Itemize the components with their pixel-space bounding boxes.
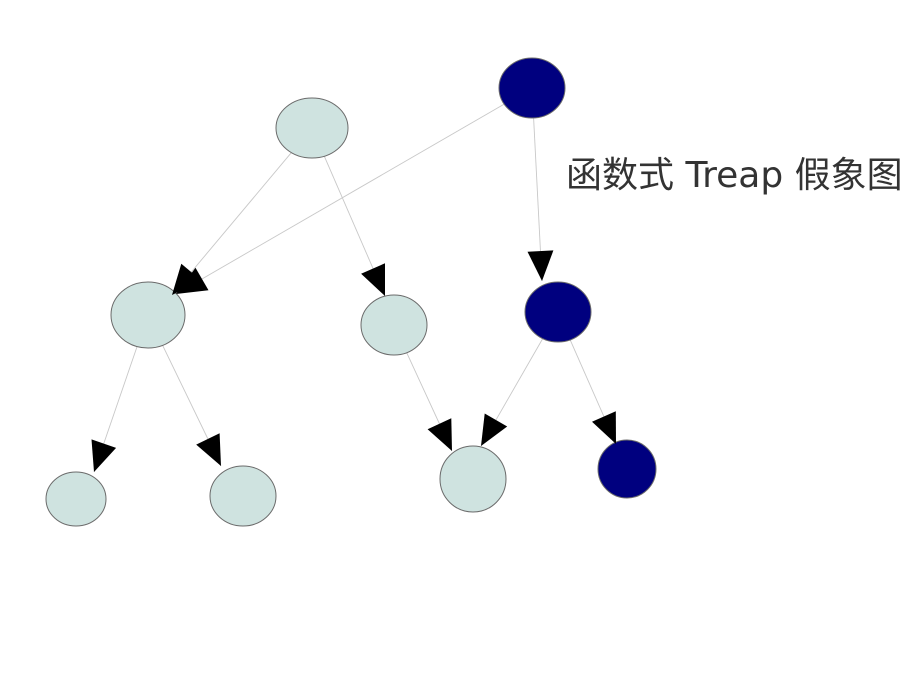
edge-new-root-to-old-left — [175, 103, 505, 295]
arrowheads-layer — [91, 250, 616, 472]
node-new-right-right — [597, 439, 657, 499]
edges-layer — [93, 103, 617, 473]
node-new-right — [524, 281, 592, 343]
node-old-right-child — [439, 445, 507, 513]
arrowhead-new-root-to-new-right — [527, 250, 554, 281]
edge-old-root-to-old-left — [171, 152, 292, 296]
arrowhead-new-right-to-old-right-child — [481, 413, 508, 446]
nodes-layer — [45, 57, 657, 527]
diagram-title: 函数式 Treap 假象图 — [566, 155, 903, 196]
arrowhead-new-right-to-new-right-right — [592, 411, 616, 444]
node-old-left-left — [45, 471, 107, 527]
node-old-right — [360, 294, 428, 356]
node-old-left — [110, 281, 186, 349]
arrowhead-new-root-to-old-left — [176, 267, 209, 294]
node-new-root — [498, 57, 566, 119]
arrowhead-old-left-to-old-left-right — [196, 433, 221, 466]
arrowhead-old-right-to-old-right-child — [427, 418, 452, 451]
arrowhead-old-root-to-old-right — [361, 263, 385, 296]
node-old-left-right — [209, 465, 277, 527]
arrowhead-old-left-to-old-left-left — [91, 439, 117, 472]
arrowhead-old-root-to-old-left — [172, 263, 202, 295]
node-old-root — [275, 97, 349, 159]
